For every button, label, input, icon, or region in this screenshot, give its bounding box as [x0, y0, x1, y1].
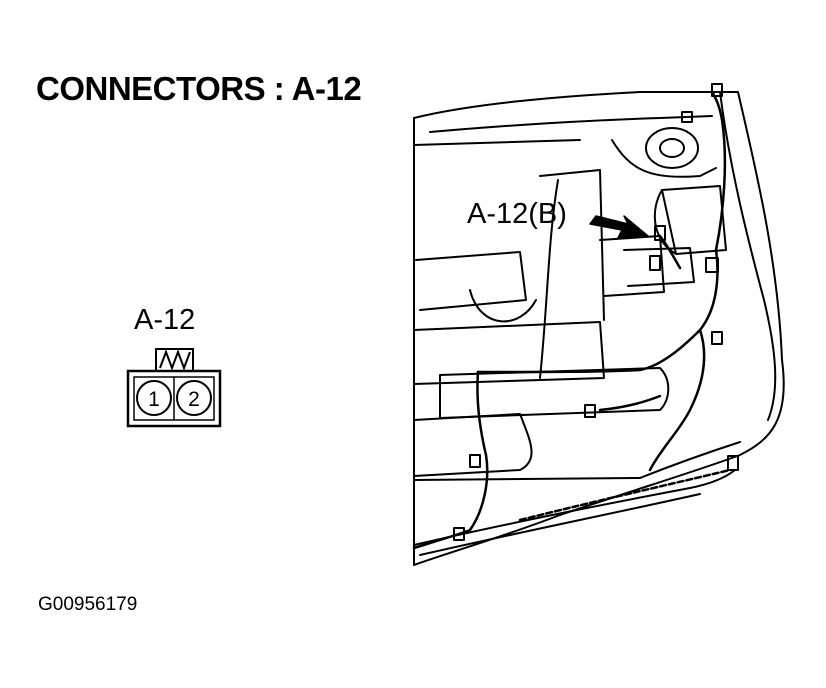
pin-1-number: 1 [148, 388, 160, 411]
callout-label: A-12(B) [467, 198, 567, 230]
connector-pin-1: 1 [136, 380, 172, 416]
callout-arrow [589, 215, 649, 239]
pin-2-number: 2 [188, 388, 200, 411]
diagram-title: CONNECTORS : A-12 [36, 70, 362, 107]
connector-label: A-12 [134, 304, 196, 336]
engine-bay-illustration [412, 83, 785, 566]
connector-housing [126, 369, 222, 428]
figure-code: G00956179 [38, 594, 138, 615]
connector-pin-2: 2 [176, 380, 212, 416]
connector-lock-tab [155, 348, 194, 372]
